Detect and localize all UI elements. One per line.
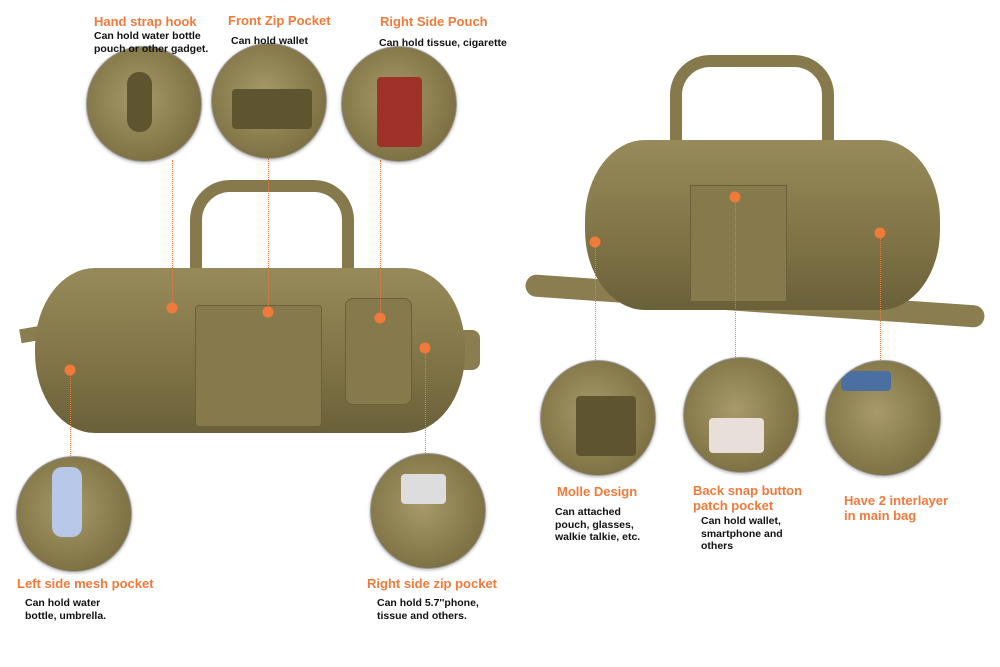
leader-line [880,233,881,360]
marker-dot [729,191,741,203]
feature-title: Right side zip pocket [367,576,498,591]
feature-title: Have 2 interlayer in main bag [844,493,949,523]
feature-desc: Can attached pouch, glasses, walkie talk… [555,506,641,543]
marker-dot [262,306,274,318]
feature-title: Molle Design [557,484,638,499]
leader-line [425,348,426,453]
leader-line [380,160,381,318]
leader-line [70,370,71,456]
marker-dot [874,227,886,239]
detail-hand-strap-hook [86,46,202,162]
marker-dot [419,342,431,354]
detail-back-snap-pocket [683,357,799,473]
detail-front-zip-pocket [211,43,327,159]
back-patch-pocket [690,185,787,302]
feature-title: Right Side Pouch [380,14,488,29]
leader-line [595,242,596,360]
feature-desc: Can hold wallet, smartphone and others [701,515,783,552]
feature-title: Hand strap hook [94,14,197,29]
leader-line [268,158,269,312]
detail-right-side-pouch [341,46,457,162]
feature-desc: Can hold wallet [231,35,309,47]
feature-desc: Can hold water bottle pouch or other gad… [94,30,209,55]
marker-dot [166,302,178,314]
feature-desc: Can hold 5.7''phone, tissue and others. [377,597,479,622]
feature-desc: Can hold tissue, cigarette [379,37,507,49]
feature-desc: Can hold water bottle, umbrella. [25,597,107,622]
feature-title: Back snap button patch pocket [693,483,803,513]
detail-molle [540,360,656,476]
front-zip-pocket [195,305,322,427]
leader-line [172,160,173,308]
marker-dot [374,312,386,324]
marker-dot [589,236,601,248]
detail-left-mesh-pocket [16,456,132,572]
detail-right-zip-pocket [370,453,486,569]
leader-line [735,197,736,357]
feature-title: Left side mesh pocket [17,576,154,591]
detail-interlayer [825,360,941,476]
marker-dot [64,364,76,376]
feature-title: Front Zip Pocket [228,13,331,28]
